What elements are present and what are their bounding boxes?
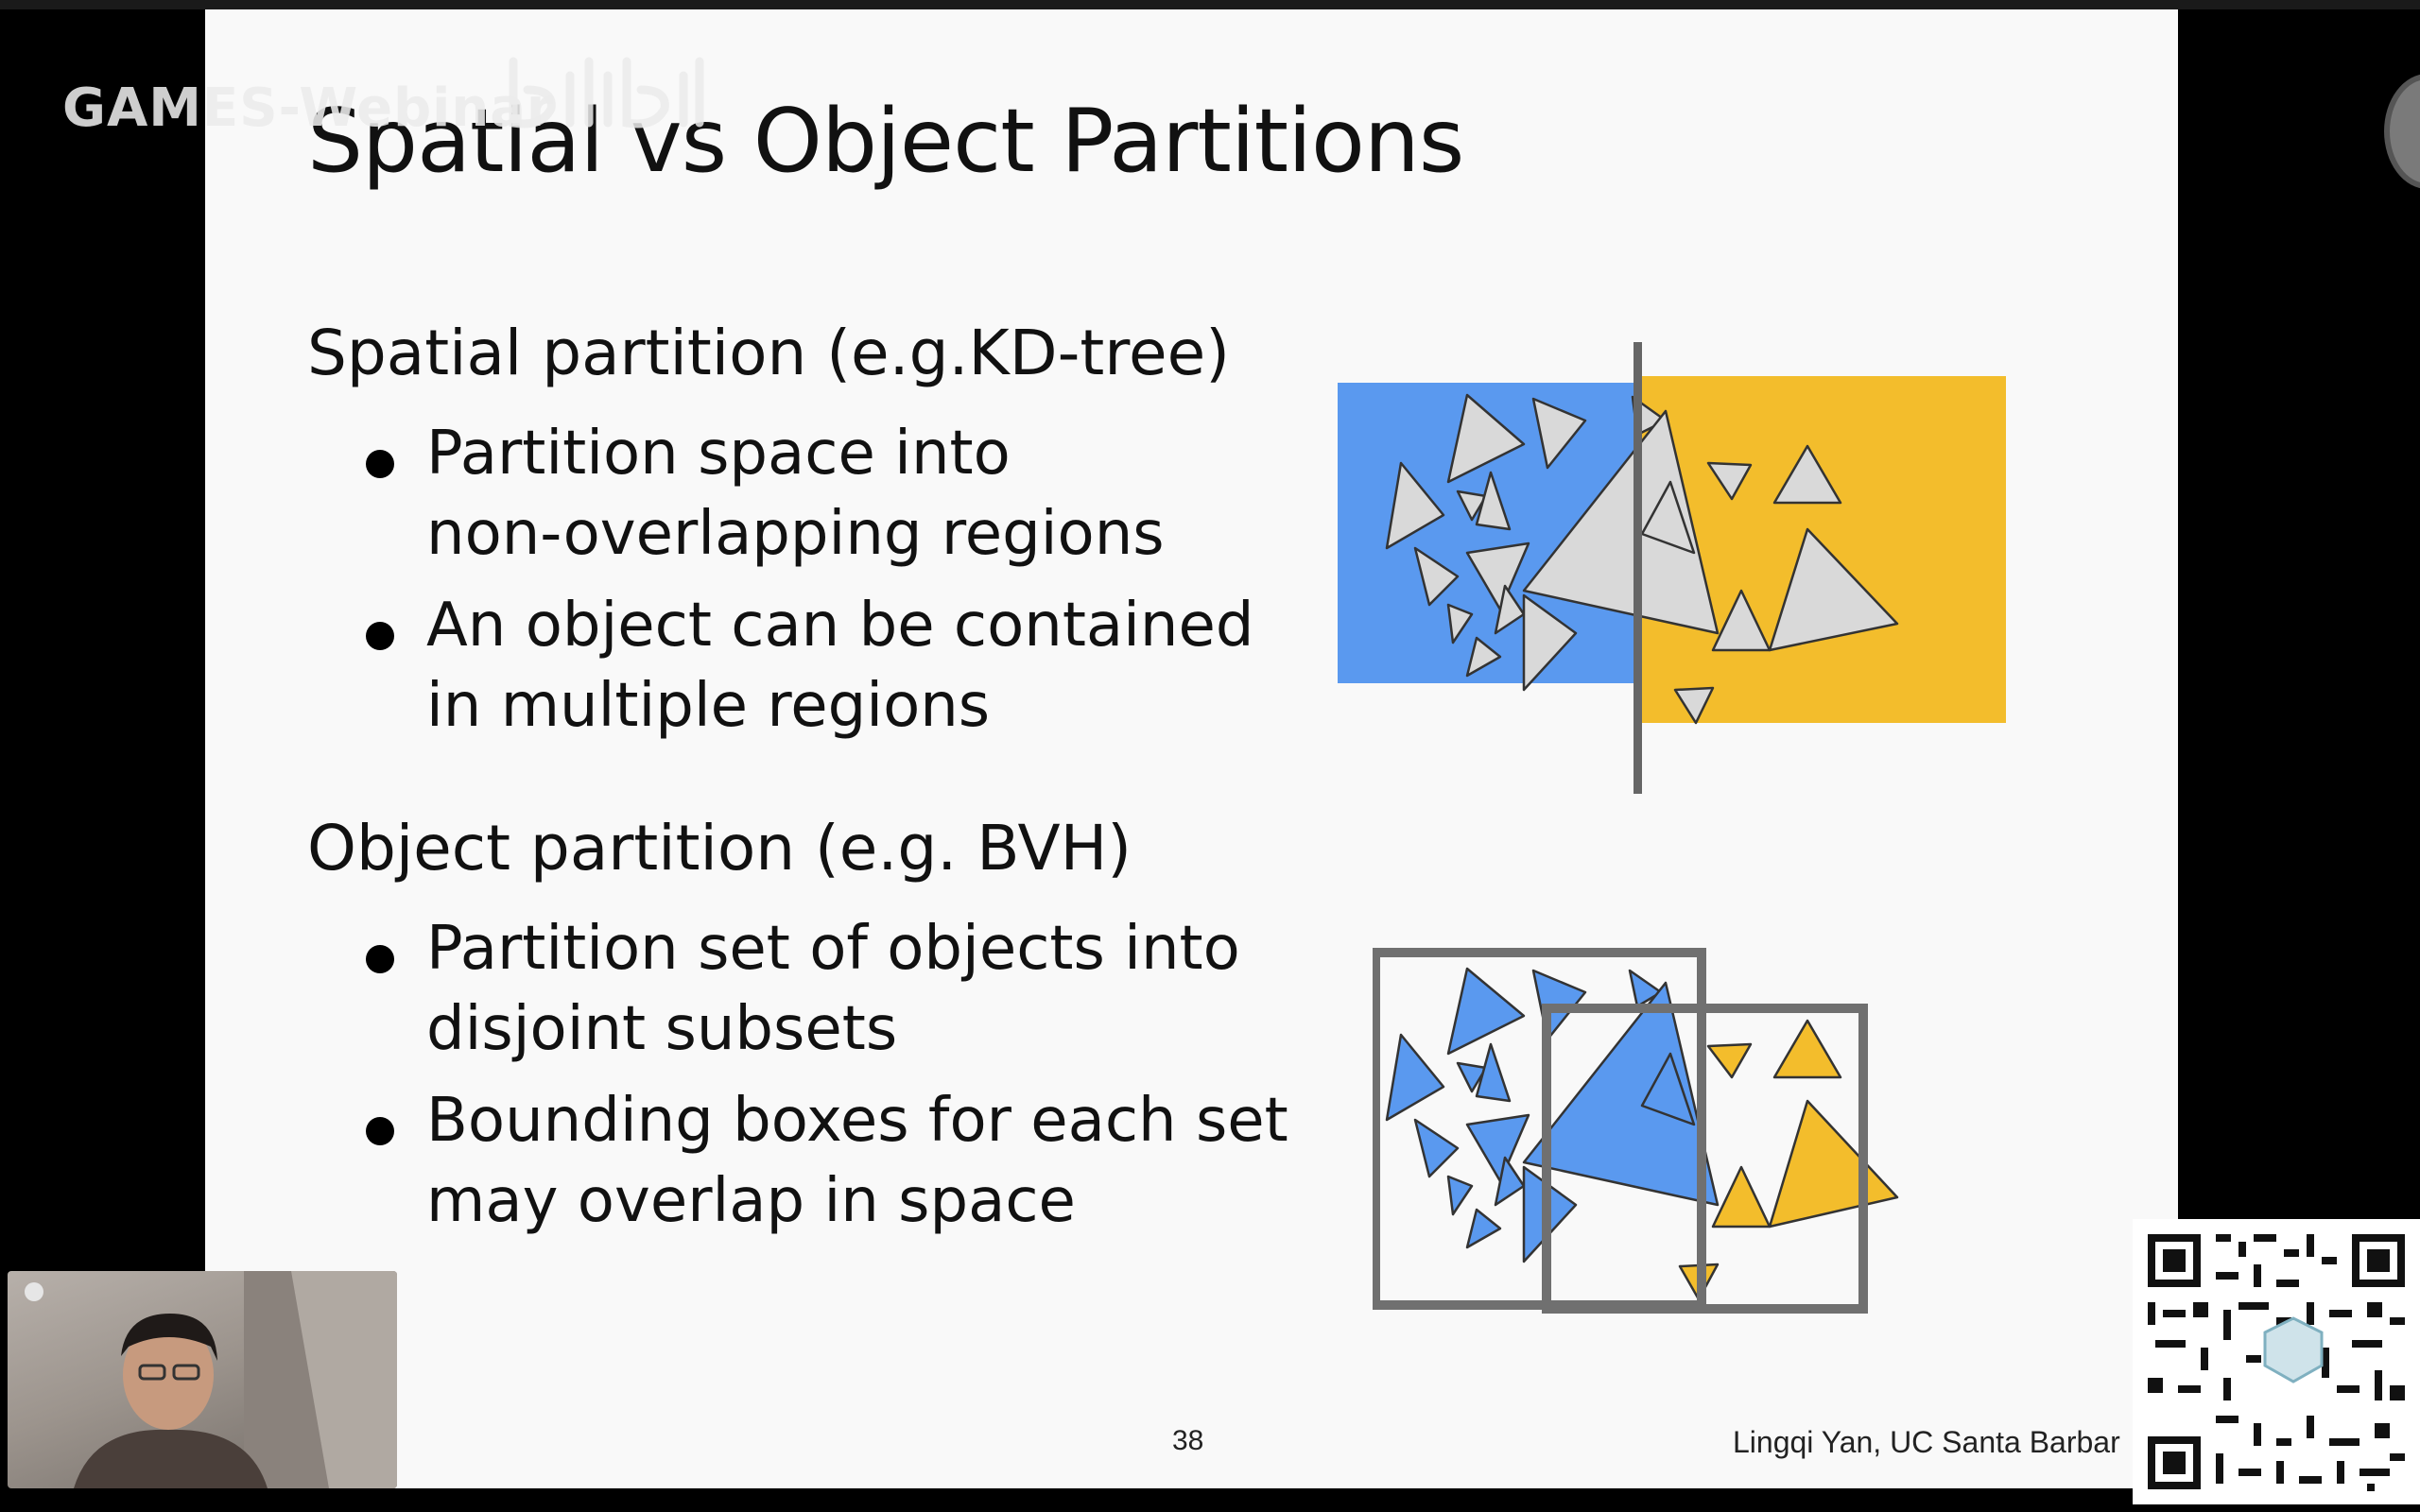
section-heading-spatial: Spatial partition (e.g.KD-tree)	[307, 317, 1230, 389]
top-border	[0, 0, 2420, 9]
bullet-line: An object can be contained	[426, 591, 1254, 661]
bullet-spatial-1: Partition space into non-overlapping reg…	[366, 414, 1165, 575]
yellow-bounding-box	[1542, 1004, 1868, 1314]
bullet-dot-icon	[366, 622, 394, 650]
bullet-dot-icon	[366, 945, 394, 973]
bullet-line: in multiple regions	[426, 671, 991, 741]
watermark-text: GAMES-Webinar	[62, 77, 554, 139]
bullet-dot-icon	[366, 450, 394, 478]
bullet-object-1: Partition set of objects into disjoint s…	[366, 909, 1240, 1070]
bullet-line: disjoint subsets	[426, 994, 898, 1064]
bullet-object-2: Bounding boxes for each set may overlap …	[366, 1081, 1288, 1242]
bilibili-logo-icon	[509, 57, 704, 129]
bullet-spatial-2: An object can be contained in multiple r…	[366, 586, 1253, 747]
bullet-line: Partition set of objects into	[426, 914, 1240, 984]
presenter-video	[25, 1271, 397, 1488]
bullet-line: non-overlapping regions	[426, 499, 1165, 569]
triangles	[1385, 393, 1899, 725]
bullet-line: Partition space into	[426, 419, 1011, 489]
section-heading-object: Object partition (e.g. BVH)	[307, 812, 1132, 885]
webcam-feed	[8, 1271, 397, 1488]
bullet-dot-icon	[366, 1117, 394, 1145]
presentation-slide: Spatial vs Object Partitions Spatial par…	[205, 9, 2178, 1488]
page-number: 38	[1172, 1425, 1204, 1456]
split-plane	[1634, 342, 1642, 794]
bullet-line: Bounding boxes for each set	[426, 1086, 1288, 1156]
bvh-diagram	[1373, 948, 1899, 1314]
qr-code-pattern	[2133, 1219, 2420, 1504]
corner-avatar-icon[interactable]	[2384, 74, 2420, 189]
qr-code	[2133, 1219, 2420, 1504]
blue-bounding-box	[1373, 948, 1706, 1310]
footer-credit: Lingqi Yan, UC Santa Barbar	[1733, 1425, 2120, 1459]
bullet-line: may overlap in space	[426, 1166, 1076, 1236]
slide-title: Spatial vs Object Partitions	[307, 90, 1464, 192]
kd-tree-diagram	[1338, 342, 2006, 794]
